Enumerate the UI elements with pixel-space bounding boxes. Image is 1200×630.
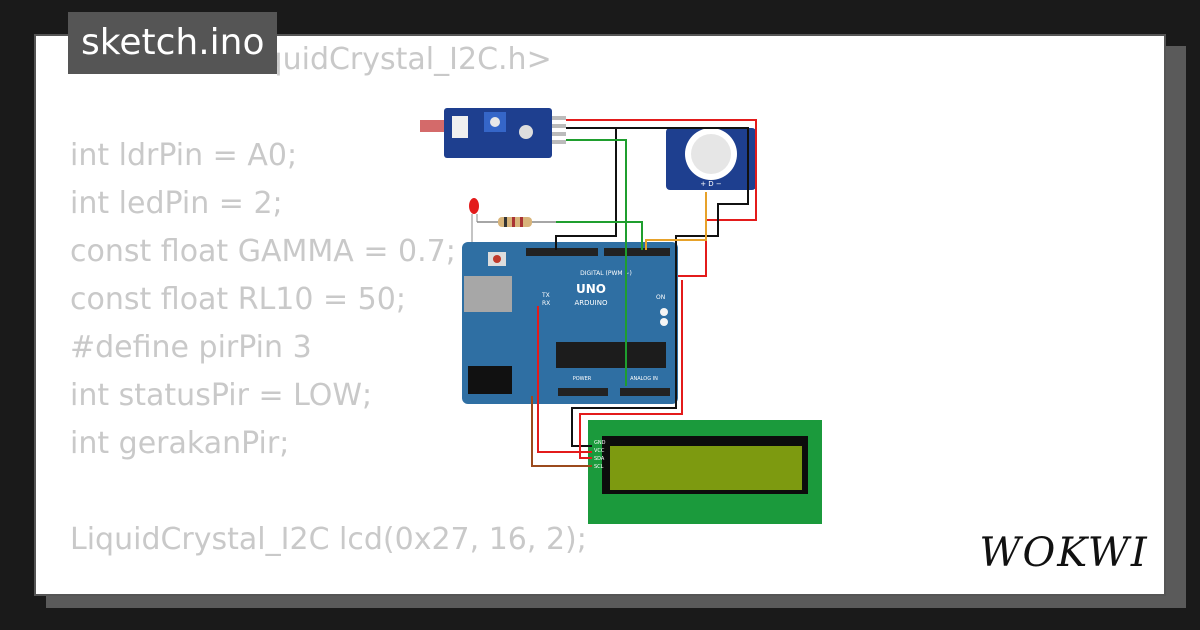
code-line: const float RL10 = 50; [70, 282, 406, 317]
arduino-uno-board[interactable]: DIGITAL (PWM ~) UNO ARDUINO ON TX RX POW… [462, 242, 678, 404]
code-line: #define pirPin 3 [70, 330, 312, 365]
lcd-pin-vcc: VCC [594, 448, 605, 454]
lcd-pin-gnd: GND [594, 440, 606, 446]
on-label: ON [656, 294, 665, 301]
code-line: int gerakanPir; [70, 426, 290, 461]
wire-brown-lcd [531, 396, 592, 467]
wokwi-logo: WOKWI [979, 530, 1148, 576]
wire-green-led [556, 221, 643, 250]
wokwi-logo-text: WOKWI [979, 530, 1148, 576]
wire-black-ground [555, 127, 617, 250]
wire-green-ldr [566, 139, 627, 250]
code-line: int statusPir = LOW; [70, 378, 373, 413]
tx-label: TX [541, 292, 550, 299]
pir-pin-label: + D − [700, 180, 722, 188]
wire-red-power [566, 119, 757, 277]
pir-motion-sensor[interactable]: + D − [666, 128, 756, 190]
code-line: const float GAMMA = 0.7; [70, 234, 456, 269]
analog-label: ANALOG IN [630, 376, 658, 382]
code-line: int ledPin = 2; [70, 186, 283, 221]
lcd-pin-scl: SCL [594, 464, 604, 470]
code-line: LiquidCrystal_I2C lcd(0x27, 16, 2); [70, 522, 587, 557]
board-brand: ARDUINO [575, 299, 608, 307]
ldr-sensor-module[interactable] [420, 108, 566, 158]
file-name-tab[interactable]: sketch.ino [68, 12, 278, 74]
power-label: POWER [573, 376, 592, 382]
wire-black-pir-gnd [571, 127, 749, 447]
wire-red-lcd-sda [579, 280, 683, 459]
board-model: UNO [576, 282, 606, 296]
red-led[interactable] [469, 198, 479, 242]
lcd-1602-display[interactable]: GND VCC SDA SCL [588, 420, 822, 524]
wire-orange-pir [645, 192, 707, 250]
resistor[interactable] [477, 217, 556, 227]
wires [531, 119, 757, 467]
circuit-diagram: + D − DIGITAL (PWM [420, 108, 822, 524]
preview-card: #include <LiquidCrystal_I2C.h>int ldrPin… [34, 34, 1166, 596]
code-line: int ldrPin = A0; [70, 138, 298, 173]
digital-pins-label: DIGITAL (PWM ~) [580, 270, 632, 277]
rx-label: RX [542, 300, 550, 307]
lcd-pin-sda: SDA [594, 456, 605, 462]
wire-red-lcd [537, 306, 592, 453]
